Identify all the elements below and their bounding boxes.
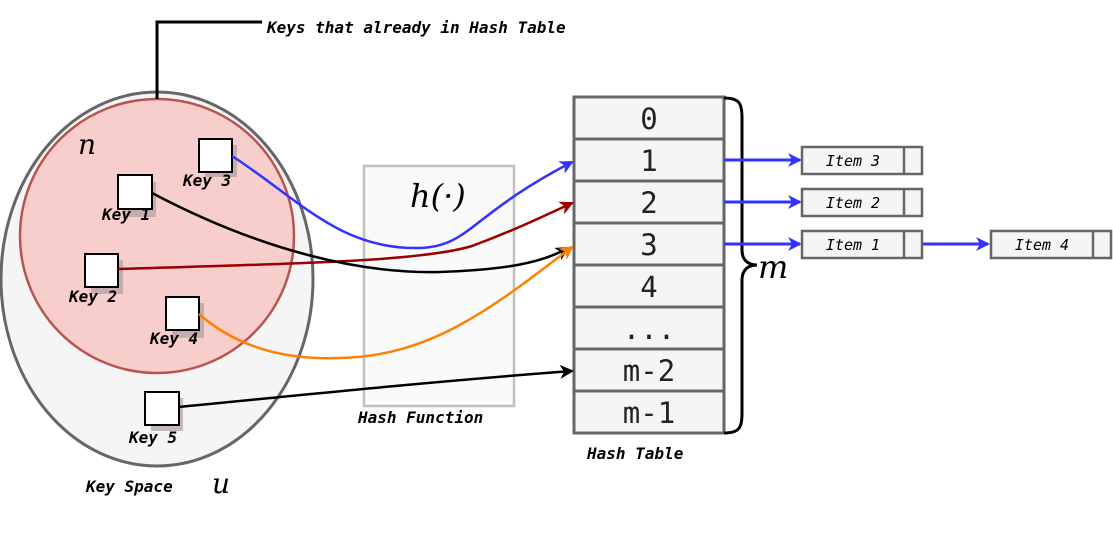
slot-m-1: m-1: [623, 396, 675, 430]
callout-line: [155, 20, 262, 99]
arrow-key2-to-slot2: [117, 201, 574, 271]
chain-item-1-label: Item 1: [826, 236, 880, 254]
arrow-key1-to-slot3: [151, 191, 570, 274]
slot-4: 4: [640, 270, 657, 304]
slot-m-2: m-2: [623, 354, 675, 388]
chain-item-2: Item 2: [800, 187, 924, 218]
key-4: Key 4: [149, 296, 204, 348]
chain-item-4-label: Item 4: [1015, 236, 1069, 254]
key-3-label: Key 3: [182, 171, 231, 190]
key-1-label: Key 1: [101, 205, 150, 224]
chain-item-1: Item 1: [800, 229, 924, 260]
size-symbol-m: m: [758, 248, 788, 286]
key-5: Key 5: [128, 391, 183, 447]
slot-ellipsis: ...: [623, 312, 675, 346]
key-1: Key 1: [101, 174, 156, 224]
key-space-symbol: u: [212, 467, 230, 500]
chain-item-2-label: Item 2: [826, 194, 880, 212]
hash-table-label: Hash Table: [586, 444, 684, 463]
slot-2: 2: [640, 186, 657, 220]
hash-function-label: Hash Function: [357, 408, 483, 427]
key-5-label: Key 5: [128, 428, 177, 447]
arrow-key3-to-slot1: [231, 154, 574, 250]
size-brace: [723, 96, 758, 435]
chain-item-3-label: Item 3: [826, 152, 880, 170]
key-2: Key 2: [68, 253, 123, 306]
slot-3: 3: [640, 228, 657, 262]
arrow-key5-to-slot-m-2: [178, 364, 574, 409]
key-3: Key 3: [182, 138, 237, 190]
slot-0: 0: [640, 102, 657, 136]
key-2-label: Key 2: [68, 287, 117, 306]
chain-item-4: Item 4: [989, 229, 1113, 260]
key-4-label: Key 4: [149, 329, 198, 348]
subset-symbol-n: n: [78, 128, 96, 161]
hash-function-symbol: h(·): [410, 177, 466, 215]
chain-item-3: Item 3: [800, 145, 924, 176]
key-space-label: Key Space: [85, 477, 173, 496]
hash-table: 0 1 2 3 4 ... m-2 m-1: [572, 95, 726, 435]
arrow-key4-to-slot3: [198, 245, 574, 360]
hash-function-box: [362, 164, 516, 408]
callout-label: Keys that already in Hash Table: [266, 18, 566, 37]
slot-1: 1: [640, 144, 657, 178]
